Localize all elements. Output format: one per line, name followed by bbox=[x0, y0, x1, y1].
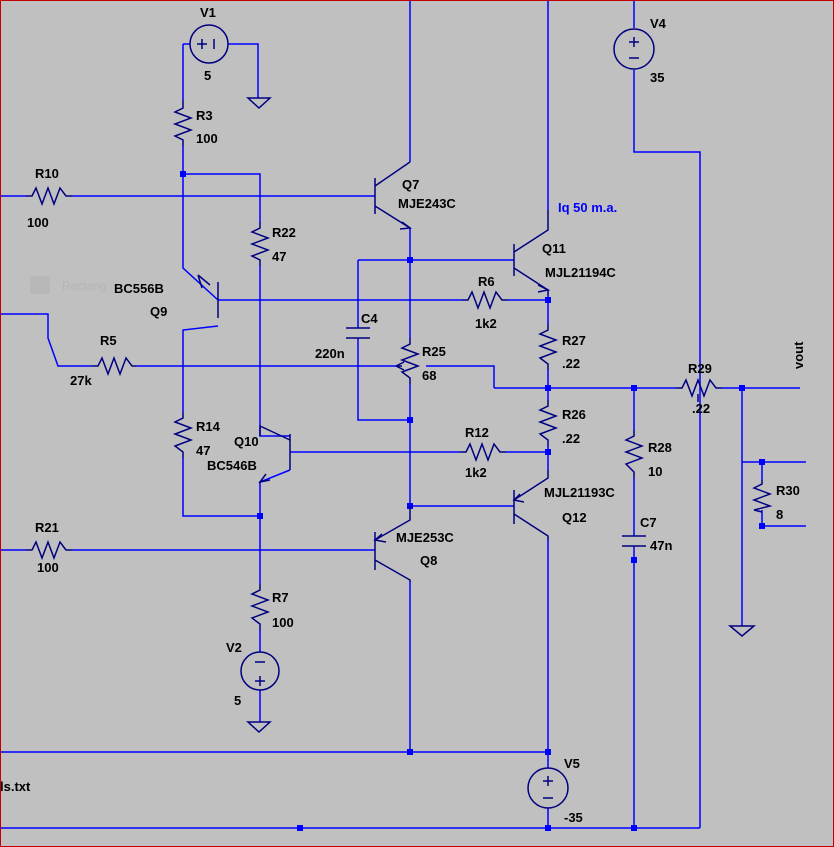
transistor-q9[interactable]: BC556B Q9 bbox=[114, 274, 219, 319]
ghost-rectangle: Rectang bbox=[30, 276, 107, 294]
capacitor-c4[interactable]: C4 220n bbox=[315, 311, 378, 361]
q12-name: Q12 bbox=[562, 510, 587, 525]
r30-name: R30 bbox=[776, 483, 800, 498]
resistor-r5[interactable]: R5 27k bbox=[70, 333, 136, 388]
v4-value: 35 bbox=[650, 70, 664, 85]
resistor-r6[interactable]: R6 1k2 bbox=[462, 274, 508, 331]
q12-value: MJL21193C bbox=[544, 485, 615, 500]
v2-value: 5 bbox=[234, 693, 241, 708]
r3-name: R3 bbox=[196, 108, 213, 123]
resistor-r21[interactable]: R21 100 bbox=[26, 520, 72, 575]
v5-name: V5 bbox=[564, 756, 580, 771]
capacitor-c7[interactable]: C7 47n bbox=[622, 515, 672, 553]
r12-name: R12 bbox=[465, 425, 489, 440]
r5-name: R5 bbox=[100, 333, 117, 348]
r14-name: R14 bbox=[196, 419, 221, 434]
r27-value: .22 bbox=[562, 356, 580, 371]
v1-value: 5 bbox=[204, 68, 211, 83]
transistor-q7[interactable]: Q7 MJE243C bbox=[374, 161, 456, 230]
q10-value: BC546B bbox=[207, 458, 257, 473]
q7-value: MJE243C bbox=[398, 196, 456, 211]
v4-name: V4 bbox=[650, 16, 667, 31]
transistor-q12[interactable]: MJL21193C Q12 bbox=[512, 470, 615, 540]
r3-value: 100 bbox=[196, 131, 218, 146]
resistor-r22[interactable]: R22 47 bbox=[249, 222, 296, 266]
r22-name: R22 bbox=[272, 225, 296, 240]
r28-name: R28 bbox=[648, 440, 672, 455]
r21-value: 100 bbox=[37, 560, 59, 575]
r25-value: 68 bbox=[422, 368, 436, 383]
resistor-r28[interactable]: R28 10 bbox=[623, 430, 672, 479]
voltage-source-v1[interactable]: V1 5 bbox=[189, 5, 229, 83]
q9-name: Q9 bbox=[150, 304, 167, 319]
v5-value: -35 bbox=[564, 810, 583, 825]
q8-value: MJE253C bbox=[396, 530, 454, 545]
q9-value: BC556B bbox=[114, 281, 164, 296]
transistor-q11[interactable]: Q11 MJL21194C bbox=[513, 210, 616, 296]
r22-value: 47 bbox=[272, 249, 286, 264]
q11-value: MJL21194C bbox=[545, 265, 616, 280]
r29-value: .22 bbox=[692, 401, 710, 416]
resistor-r26[interactable]: R26 .22 bbox=[537, 400, 586, 446]
c7-name: C7 bbox=[640, 515, 657, 530]
r26-name: R26 bbox=[562, 407, 586, 422]
resistor-r10[interactable]: R10 100 bbox=[26, 166, 72, 230]
r10-name: R10 bbox=[35, 166, 59, 181]
spice-directive-file[interactable]: ls.txt bbox=[0, 779, 31, 794]
q11-name: Q11 bbox=[542, 241, 566, 256]
voltage-source-v5[interactable]: V5 -35 bbox=[527, 756, 583, 825]
r21-name: R21 bbox=[35, 520, 59, 535]
voltage-source-v4[interactable]: V4 35 bbox=[613, 16, 667, 85]
r14-value: 47 bbox=[196, 443, 210, 458]
r29-name: R29 bbox=[688, 361, 712, 376]
ground-load bbox=[727, 625, 757, 637]
vout-net-label[interactable]: vout bbox=[791, 341, 806, 369]
r25-name: R25 bbox=[422, 344, 446, 359]
resistor-r12[interactable]: R12 1k2 bbox=[460, 425, 506, 480]
r6-name: R6 bbox=[478, 274, 495, 289]
r26-value: .22 bbox=[562, 431, 580, 446]
r27-name: R27 bbox=[562, 333, 586, 348]
r30-value: 8 bbox=[776, 507, 783, 522]
resistor-r29[interactable]: R29 .22 bbox=[676, 361, 722, 416]
v2-name: V2 bbox=[226, 640, 242, 655]
transistor-q10[interactable]: Q10 BC546B bbox=[207, 424, 291, 484]
r5-value: 27k bbox=[70, 373, 92, 388]
voltage-source-v2[interactable]: V2 5 bbox=[226, 640, 280, 708]
ghost-label: Rectang bbox=[62, 279, 107, 293]
q7-name: Q7 bbox=[402, 177, 419, 192]
q8-name: Q8 bbox=[420, 553, 437, 568]
resistor-r30[interactable]: R30 8 bbox=[751, 480, 800, 522]
r6-value: 1k2 bbox=[475, 316, 497, 331]
resistor-r14[interactable]: R14 47 bbox=[172, 412, 221, 458]
transistor-q8[interactable]: MJE253C Q8 bbox=[373, 506, 454, 582]
r12-value: 1k2 bbox=[465, 465, 487, 480]
wires bbox=[0, 0, 806, 829]
resistor-r7[interactable]: R7 100 bbox=[249, 584, 294, 630]
q10-name: Q10 bbox=[234, 434, 259, 449]
resistor-r27[interactable]: R27 .22 bbox=[537, 324, 586, 371]
r7-value: 100 bbox=[272, 615, 294, 630]
junction-dots bbox=[180, 171, 765, 831]
c4-name: C4 bbox=[361, 311, 378, 326]
resistor-r3[interactable]: R3 100 bbox=[172, 100, 218, 146]
ground-v1 bbox=[246, 97, 272, 110]
resistor-r25[interactable]: R25 68 bbox=[395, 338, 446, 384]
c7-value: 47n bbox=[650, 538, 672, 553]
r7-name: R7 bbox=[272, 590, 289, 605]
c4-value: 220n bbox=[315, 346, 345, 361]
quiescent-current-note: Iq 50 m.a. bbox=[558, 200, 617, 215]
r10-value: 100 bbox=[27, 215, 49, 230]
r28-value: 10 bbox=[648, 464, 662, 479]
ground-v2 bbox=[246, 721, 272, 734]
v1-name: V1 bbox=[200, 5, 216, 20]
